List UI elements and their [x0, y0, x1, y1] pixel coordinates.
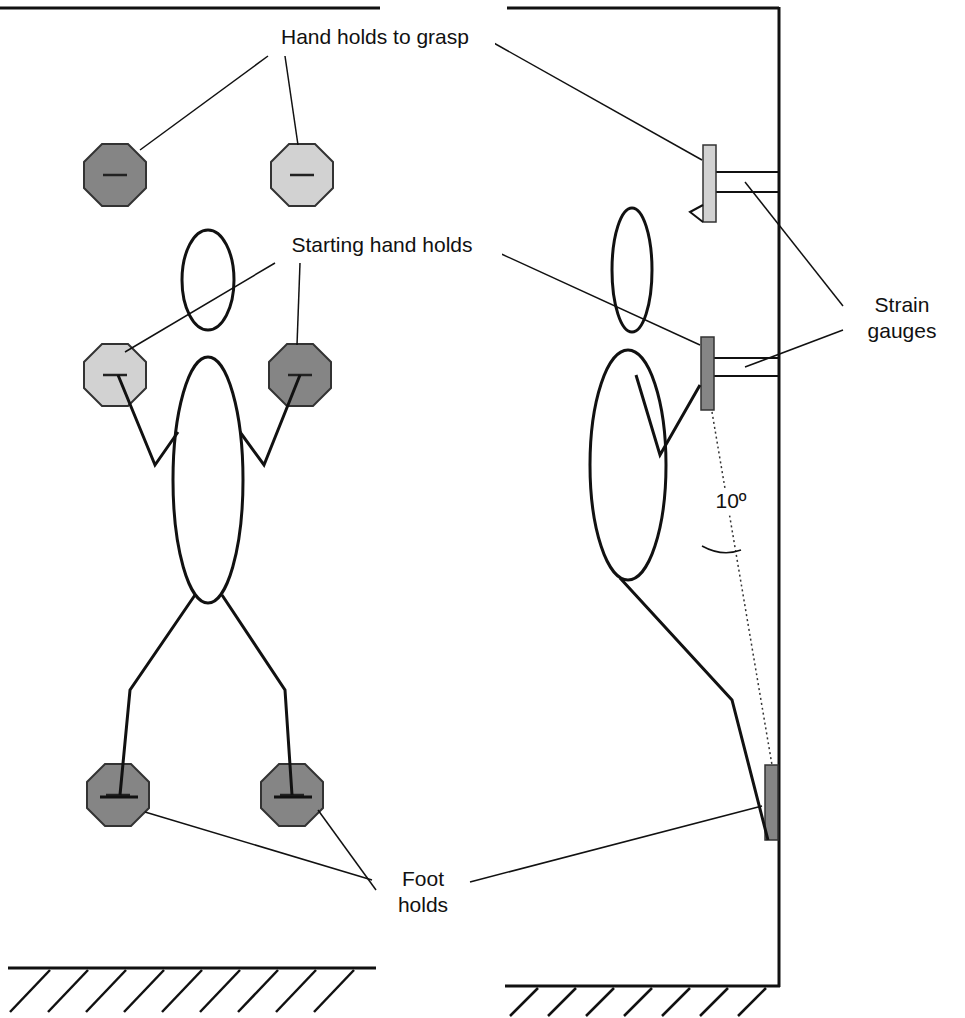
angle-reference-line [712, 412, 772, 765]
angle-label: 10º [706, 488, 756, 514]
front-climber-figure [100, 230, 312, 797]
angle-arc [702, 546, 741, 553]
ground-hatching [10, 970, 766, 1016]
callout-label: Hand holds to grasp [255, 24, 495, 50]
wall-outline [0, 7, 780, 987]
callout-label: Strain gauges [846, 292, 958, 344]
callout-label: Starting hand holds [262, 232, 502, 258]
leader-lines [125, 42, 843, 890]
callout-label: Foot holds [377, 866, 469, 918]
side-holds [690, 145, 779, 840]
side-climber-figure [590, 208, 768, 840]
